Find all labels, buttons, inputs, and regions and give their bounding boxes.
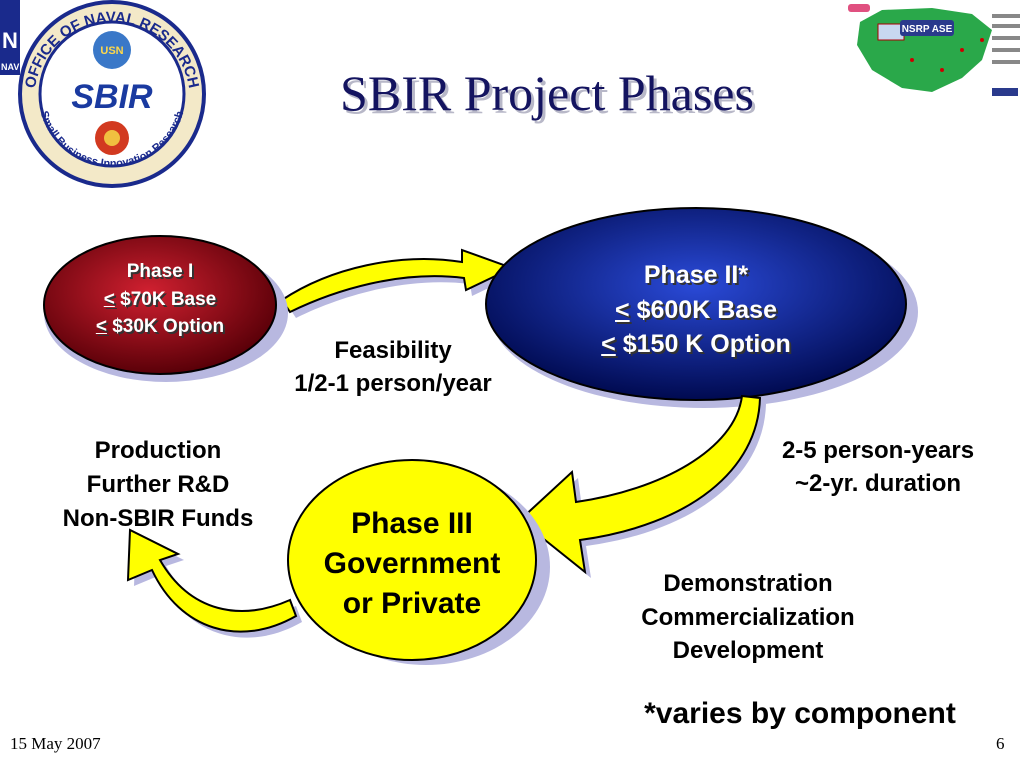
- outcome-line3: Non-SBIR Funds: [62, 505, 254, 533]
- phase1-base: < $70K Base: [103, 288, 217, 310]
- phase3-outcomes-label: Production Further R&D Non-SBIR Funds: [36, 434, 280, 536]
- phase3-label: Phase III Government or Private: [292, 504, 532, 624]
- nsrp-badge: [900, 20, 954, 36]
- arrow-phase1-to-phase2: [280, 248, 515, 314]
- activity-line1: Demonstration: [663, 570, 833, 597]
- phase1-title: Phase I: [126, 261, 194, 282]
- corner-banner: [0, 0, 20, 75]
- phase2-title: Phase II*: [643, 261, 749, 289]
- phase2-oval: [485, 207, 907, 401]
- feasibility-label: Feasibility 1/2-1 person/year: [268, 334, 518, 400]
- onr-sbir-logo: N NAV OFFICE OF NAVAL RESEARCH Small Bus…: [0, 0, 215, 190]
- svg-text:NSRP ASE: NSRP ASE: [902, 24, 953, 35]
- corner-letter: N: [2, 28, 18, 53]
- feasibility-line2: 1/2-1 person/year: [294, 370, 492, 398]
- activity-line2: Commercialization: [641, 603, 855, 631]
- feasibility-line1: Feasibility: [334, 337, 452, 364]
- slide-title: SBIR Project Phases: [340, 65, 754, 121]
- outcome-line1: Production: [94, 437, 222, 464]
- effort-line2: ~2-yr. duration: [794, 470, 962, 498]
- sbir-wordmark: SBIR: [71, 78, 153, 116]
- phase3-line2: Government: [323, 546, 501, 580]
- nsrp-ase-logo: NSRP ASE: [842, 0, 1024, 104]
- arrow-phase2-to-phase3: [518, 394, 762, 575]
- phase2-effort-label: 2-5 person-years ~2-yr. duration: [752, 434, 1004, 500]
- page-number: 6: [996, 734, 1005, 753]
- phase3-line1: Phase III: [351, 507, 473, 540]
- phase2-option: < $150 K Option: [601, 330, 791, 358]
- phase3-oval: [287, 459, 537, 661]
- phase1-option: < $30K Option: [95, 316, 225, 338]
- effort-line1: 2-5 person-years: [781, 437, 975, 464]
- arrow-phase3-to-outcomes: [126, 528, 298, 633]
- outcome-line2: Further R&D: [86, 471, 230, 499]
- phase1-oval: [43, 235, 277, 375]
- phase2-activities-label: Demonstration Commercialization Developm…: [608, 567, 888, 668]
- phase3-line3: or Private: [342, 586, 482, 620]
- activity-line3: Development: [672, 637, 824, 665]
- usn-badge: [93, 31, 131, 69]
- corner-text: NAV: [1, 62, 19, 72]
- phase2-base: < $600K Base: [615, 295, 777, 324]
- phase1-label: Phase I < $70K Base < $30K Option: [60, 258, 260, 341]
- svg-text:USN: USN: [100, 45, 123, 57]
- slide-date: 15 May 2007: [10, 734, 101, 753]
- footnote: *varies by component: [644, 697, 956, 730]
- phase2-label: Phase II* < $600K Base < $150 K Option: [546, 258, 846, 362]
